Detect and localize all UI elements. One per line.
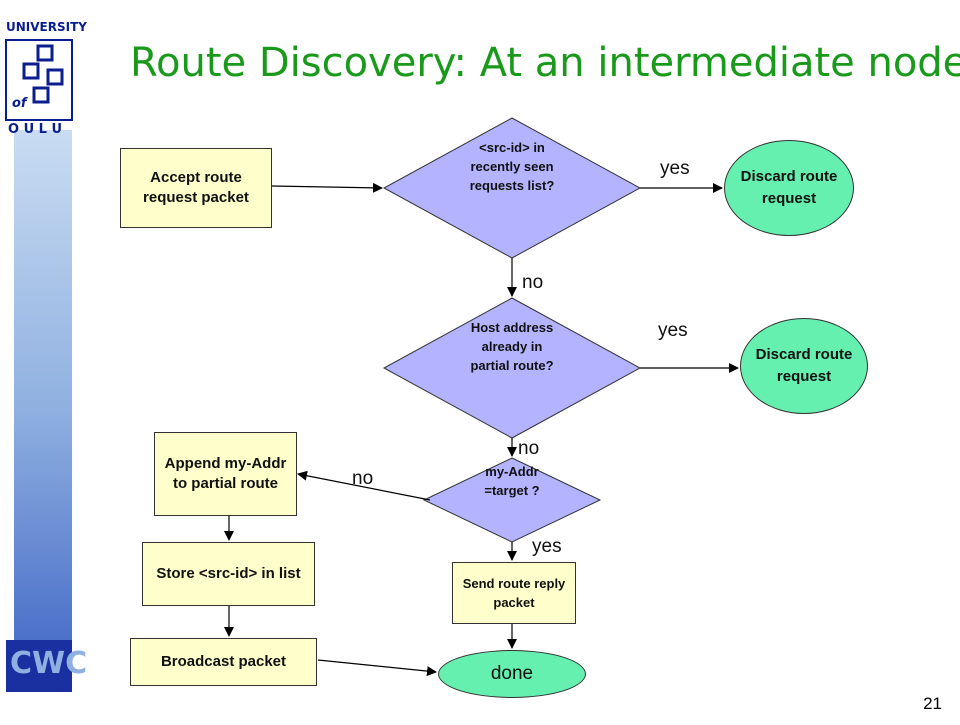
decision2-yes-label: yes: [658, 320, 688, 341]
logo-of-text: of: [12, 96, 27, 111]
edge-decision3-append: [297, 470, 431, 501]
done-oval: done: [438, 650, 586, 698]
append-my-addr-box: Append my-Addr to partial route: [154, 432, 297, 516]
decision1-text: <src-id> in recently seen requests list?: [469, 140, 555, 193]
decision2-text: Host address already in partial route?: [470, 320, 554, 373]
edge-accept-decision1: [271, 182, 383, 193]
decision3-text: my-Addr =target ?: [484, 464, 540, 498]
decision2-no-label: no: [518, 438, 540, 459]
page-number: 21: [923, 694, 942, 713]
send-route-reply-box: Send route reply packet: [452, 562, 576, 624]
decision1-no-label: no: [522, 272, 544, 293]
discard-route-request-oval-2: Discard route request: [740, 318, 868, 414]
logo-oulu-text: O U L U: [8, 122, 63, 137]
logo-cwc-text: CWC: [10, 646, 88, 681]
page-title: Route Discovery: At an intermediate node: [130, 40, 960, 86]
broadcast-packet-box: Broadcast packet: [130, 638, 317, 686]
discard-route-request-oval-1: Discard route request: [724, 140, 854, 236]
decision3-yes-label: yes: [532, 536, 562, 557]
accept-route-request-box: Accept route request packet: [120, 148, 272, 228]
logo-graphic: [5, 39, 73, 692]
decision1-yes-label: yes: [660, 158, 690, 179]
logo-university-text: UNIVERSITY: [6, 20, 87, 34]
edge-broadcast-done: [317, 659, 437, 677]
store-src-id-box: Store <src-id> in list: [142, 542, 315, 606]
university-logo: UNIVERSITY of O U L U CWC: [0, 0, 87, 720]
decision3-no-label: no: [352, 468, 374, 489]
